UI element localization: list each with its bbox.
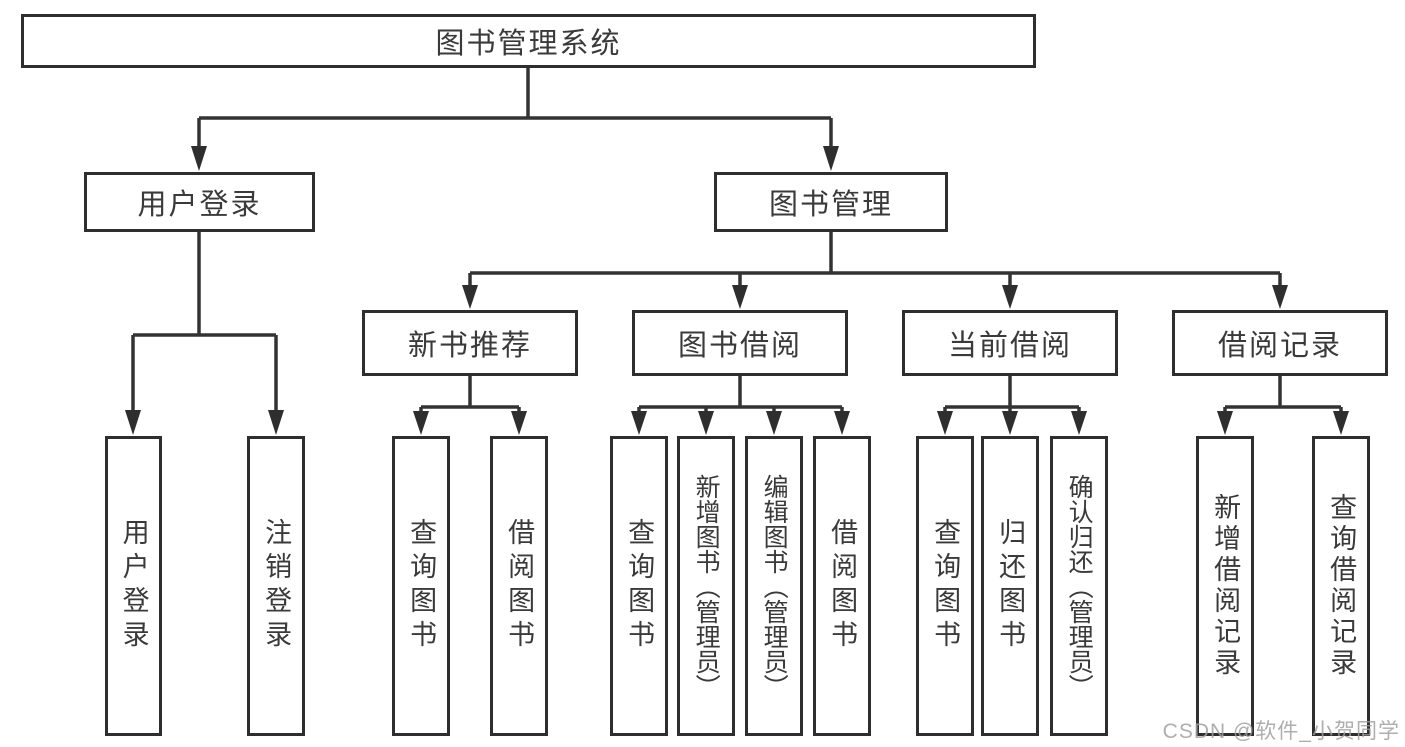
node-borrow-records: 借阅记录 [1172,310,1388,376]
leaf-borrow-books-label: 借阅图书 [827,518,858,654]
leaf-confirm-return-admin-label: 确认归还（管理员） [1065,473,1094,699]
node-current-borrow: 当前借阅 [902,310,1118,376]
connector-user-login [131,232,278,414]
arrow-icon [1333,411,1349,435]
leaf-query-books-borrow-label: 查询图书 [624,518,655,654]
arrow-icon [268,410,284,435]
node-book-management-label: 图书管理 [768,189,893,221]
csdn-watermark: CSDN @软件_小贺同学 [1162,720,1400,743]
connector-borrow-records [1223,376,1343,415]
node-root: 图书管理系统 [21,14,1036,68]
node-user-login-label: 用户登录 [137,189,262,221]
arrow-icon [1002,411,1018,435]
leaf-query-books-current: 查询图书 [916,436,974,736]
leaf-borrow-books-recommend: 借阅图书 [490,436,548,736]
node-current-borrow-label: 当前借阅 [947,330,1072,362]
arrow-icon [511,411,527,435]
arrow-icon [732,285,748,309]
connector-book-borrow [637,376,844,415]
leaf-user-login-label: 用户登录 [118,518,149,654]
arrow-icon [191,146,207,171]
leaf-edit-book-admin: 编辑图书（管理员） [745,436,803,736]
leaf-return-books-label: 归还图书 [995,518,1026,654]
node-user-login: 用户登录 [84,172,315,232]
arrow-icon [1272,285,1288,309]
leaf-logout: 注销登录 [247,436,305,736]
leaf-query-books-recommend: 查询图书 [392,436,450,736]
arrow-icon [766,411,782,435]
node-borrow-records-label: 借阅记录 [1217,330,1342,362]
arrow-icon [631,411,647,435]
leaf-query-borrow-record: 查询借阅记录 [1312,436,1370,736]
leaf-borrow-books-recommend-label: 借阅图书 [504,518,535,654]
node-book-borrow: 图书借阅 [632,310,848,376]
arrow-icon [937,411,953,435]
arrow-icon [125,410,141,435]
arrow-icon [1071,411,1087,435]
leaf-add-borrow-record: 新增借阅记录 [1196,436,1254,736]
leaf-user-login: 用户登录 [105,436,162,736]
node-root-label: 图书管理系统 [435,28,622,60]
leaf-borrow-books: 借阅图书 [813,436,871,736]
node-book-management: 图书管理 [714,172,948,232]
connector-current-borrow [943,376,1081,415]
leaf-add-borrow-record-label: 新增借阅记录 [1210,493,1241,679]
leaf-confirm-return-admin: 确认归还（管理员） [1050,436,1108,736]
leaf-query-books-recommend-label: 查询图书 [406,518,437,654]
leaf-query-books-current-label: 查询图书 [930,518,961,654]
arrow-icon [698,411,714,435]
leaf-logout-label: 注销登录 [261,518,292,654]
leaf-query-books-borrow: 查询图书 [610,436,668,736]
arrow-icon [462,285,478,309]
connector-new-book-recommend [419,376,521,415]
node-new-book-recommend: 新书推荐 [362,310,578,376]
leaf-return-books: 归还图书 [981,436,1039,736]
node-book-borrow-label: 图书借阅 [677,330,802,362]
leaf-edit-book-admin-label: 编辑图书（管理员） [760,473,789,699]
arrow-icon [823,146,839,171]
leaf-query-borrow-record-label: 查询借阅记录 [1326,493,1357,679]
leaf-add-book-admin-label: 新增图书（管理员） [692,473,721,699]
connector-root [197,68,833,150]
arrow-icon [413,411,429,435]
node-new-book-recommend-label: 新书推荐 [407,330,532,362]
arrow-icon [834,411,850,435]
leaf-add-book-admin: 新增图书（管理员） [677,436,735,736]
arrow-icon [1002,285,1018,309]
arrow-icon [1217,411,1233,435]
connector-book-management [468,232,1282,288]
